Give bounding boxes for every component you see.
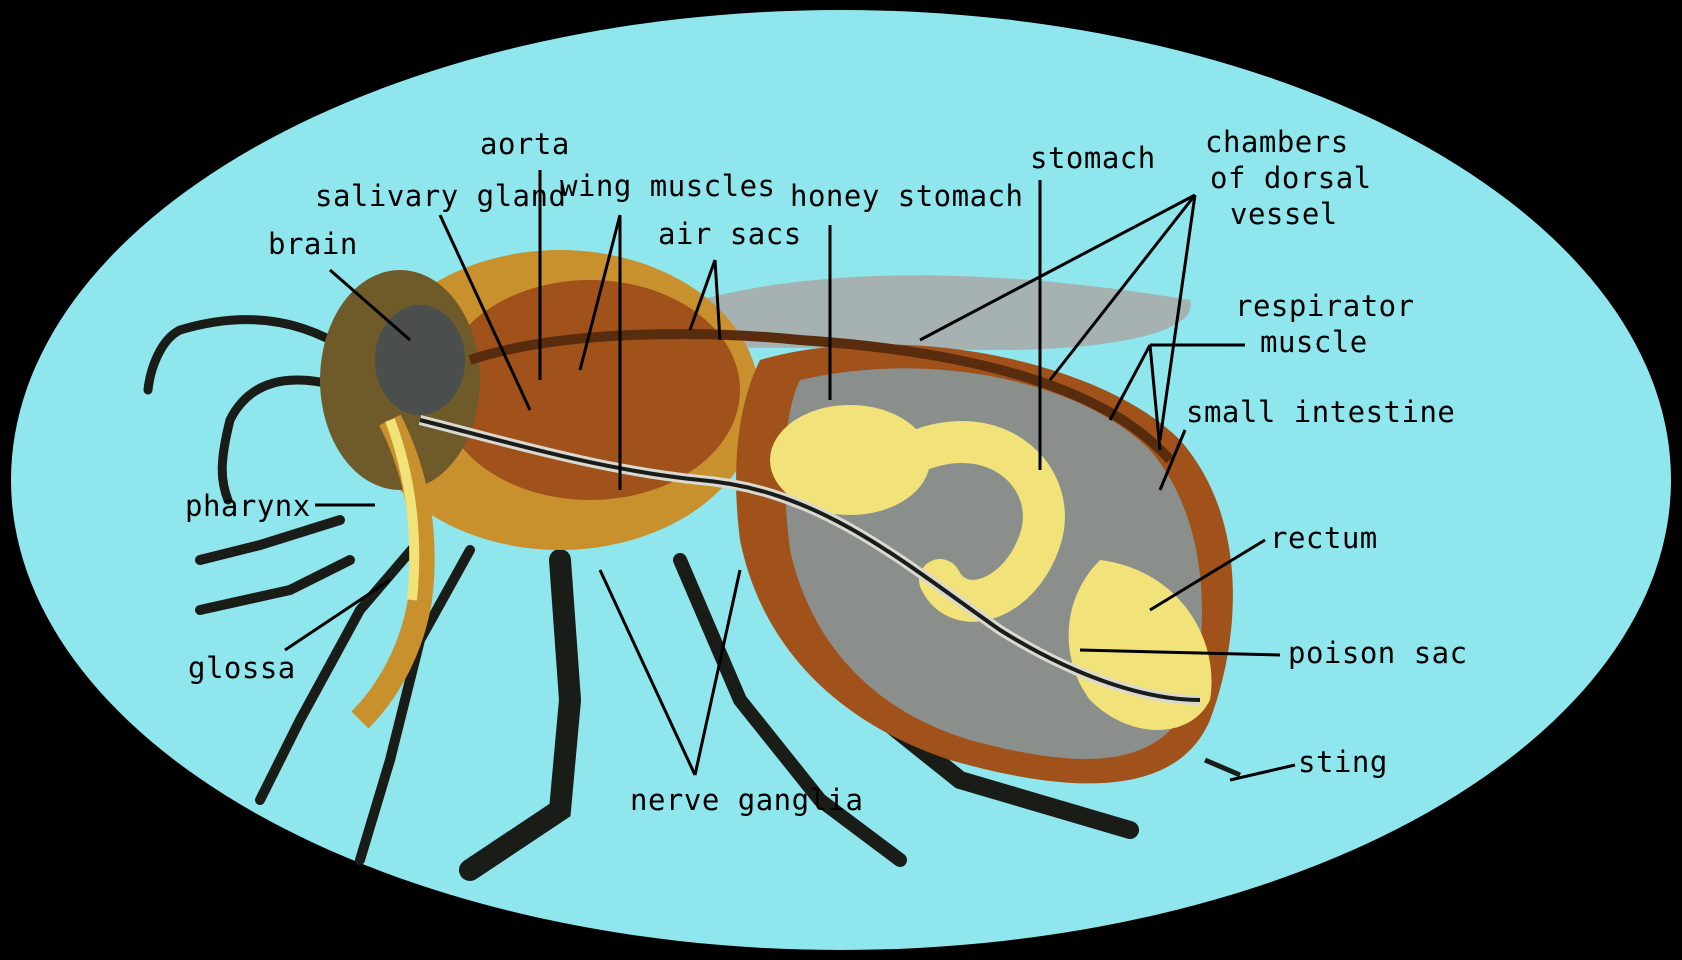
label-aorta: aorta: [480, 128, 570, 160]
label-sting: sting: [1298, 746, 1388, 778]
label-honey-stomach: honey stomach: [790, 180, 1023, 212]
label-chambers-2: of dorsal: [1210, 162, 1372, 194]
label-chambers-3: vessel: [1230, 198, 1338, 230]
label-respirator-1: respirator: [1235, 290, 1415, 322]
label-wing-muscles: wing muscles: [560, 170, 776, 202]
label-rectum: rectum: [1270, 522, 1378, 554]
label-glossa: glossa: [188, 652, 296, 684]
label-small-intestine: small intestine: [1186, 396, 1455, 428]
label-stomach: stomach: [1030, 142, 1156, 174]
label-respirator-2: muscle: [1260, 326, 1368, 358]
label-pharynx: pharynx: [185, 490, 311, 522]
label-salivary-gland: salivary gland: [315, 180, 566, 212]
label-poison-sac: poison sac: [1288, 637, 1468, 669]
label-air-sacs: air sacs: [658, 218, 802, 250]
label-nerve-ganglia: nerve ganglia: [630, 784, 863, 816]
label-chambers-1: chambers: [1205, 126, 1349, 158]
label-brain: brain: [268, 228, 358, 260]
